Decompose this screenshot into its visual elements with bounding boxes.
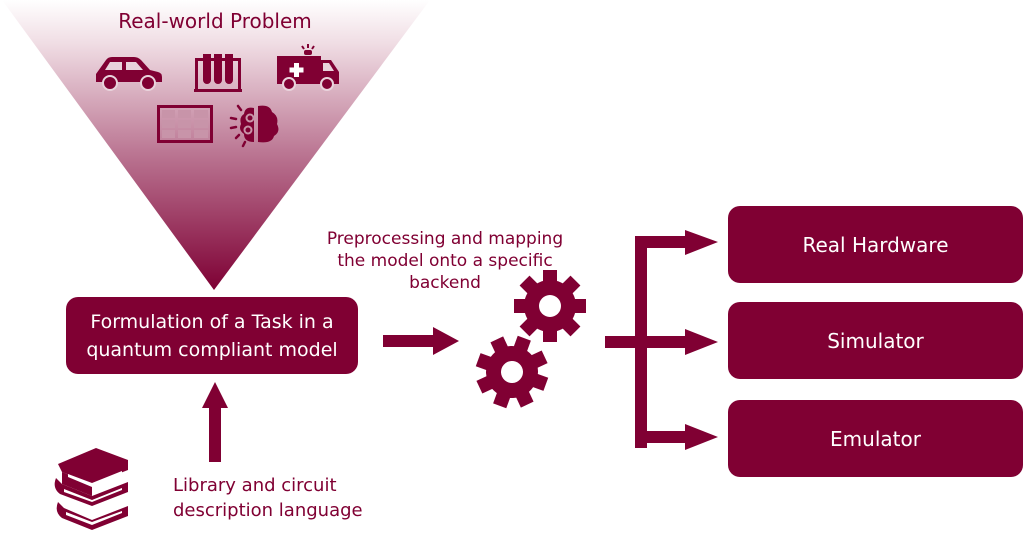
up-arrow: [202, 382, 228, 462]
funnel-title: Real-world Problem: [118, 9, 312, 33]
library-line-2: description language: [173, 500, 363, 521]
task-line-1: Formulation of a Task in a: [90, 310, 334, 333]
ambulance-icon: [277, 44, 339, 91]
table-grid-icon: [157, 105, 213, 143]
library-label: Library and circuit description language: [173, 473, 363, 523]
car-icon: [96, 57, 162, 91]
preprocessing-label: Preprocessing and mapping the model onto…: [305, 228, 585, 294]
brain-gears-icon: [229, 104, 279, 148]
right-arrow: [383, 327, 459, 355]
branch-arrows: [605, 230, 718, 450]
gear-top-icon: [514, 270, 586, 342]
backend-label: Emulator: [830, 426, 921, 451]
preprocessing-line-3: backend: [409, 273, 481, 293]
backend-simulator-box: Simulator: [728, 302, 1023, 379]
library-line-1: Library and circuit: [173, 475, 337, 496]
preprocessing-line-2: the model onto a specific: [337, 251, 553, 271]
test-tubes-icon: [194, 54, 242, 92]
gears-icon: [465, 270, 586, 419]
backend-emulator-box: Emulator: [728, 400, 1023, 477]
task-line-2: quantum compliant model: [86, 338, 338, 361]
preprocessing-line-1: Preprocessing and mapping: [326, 229, 564, 249]
backend-label: Real Hardware: [802, 232, 949, 257]
backend-real-hardware-box: Real Hardware: [728, 206, 1023, 283]
task-formulation-box: Formulation of a Task in a quantum compl…: [66, 297, 358, 374]
backend-label: Simulator: [827, 328, 924, 353]
books-icon: [54, 448, 128, 530]
